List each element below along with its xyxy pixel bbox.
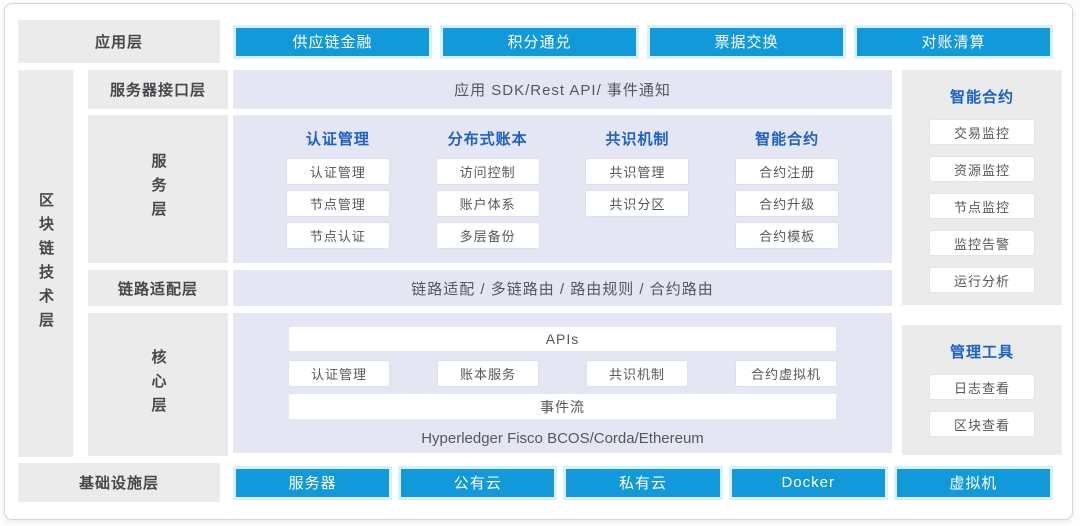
- service-column-ledger: 分布式账本 访问控制 账户体系 多层备份: [413, 128, 563, 263]
- auth-management-chip: 认证管理: [286, 159, 389, 184]
- docker-button[interactable]: Docker: [731, 468, 885, 497]
- bill-exchange-button[interactable]: 票据交换: [650, 27, 843, 56]
- contract-template-chip: 合约模板: [736, 223, 839, 248]
- access-control-chip: 访问控制: [436, 159, 539, 184]
- private-cloud-button[interactable]: 私有云: [566, 468, 720, 497]
- server-interface-layer-label: 服务器接口层: [88, 70, 228, 109]
- core-auth-management-chip: 认证管理: [289, 361, 389, 386]
- auth-column-header: 认证管理: [305, 131, 370, 148]
- service-column-auth: 认证管理 认证管理 节点管理 节点认证: [263, 128, 413, 263]
- contract-upgrade-chip: 合约升级: [736, 191, 839, 216]
- log-view-chip: 日志查看: [930, 375, 1034, 399]
- transaction-monitor-chip: 交易监控: [930, 120, 1034, 144]
- node-management-chip: 节点管理: [286, 191, 389, 216]
- consensus-column-header: 共识机制: [605, 131, 670, 148]
- vm-button[interactable]: 虚拟机: [896, 468, 1051, 497]
- contract-register-chip: 合约注册: [736, 159, 839, 184]
- contract-column-header: 智能合约: [755, 131, 820, 148]
- node-auth-chip: 节点认证: [286, 223, 389, 248]
- points-exchange-button[interactable]: 积分通兑: [443, 27, 636, 56]
- link-adapter-layer-label: 链路适配层: [88, 270, 228, 306]
- contract-vm-chip: 合约虚拟机: [736, 361, 836, 386]
- server-button[interactable]: 服务器: [236, 468, 390, 497]
- service-layer-box: 认证管理 认证管理 节点管理 节点认证 分布式账本 访问控制 账户体系 多层备份…: [233, 115, 892, 263]
- core-layer-label: 核心层: [88, 313, 228, 456]
- supply-chain-finance-button[interactable]: 供应链金融: [236, 27, 429, 56]
- public-cloud-button[interactable]: 公有云: [401, 468, 555, 497]
- sdk-api-bar: 应用 SDK/Rest API/ 事件通知: [233, 70, 892, 109]
- reconciliation-clearing-button[interactable]: 对账清算: [857, 27, 1050, 56]
- ledger-column-header: 分布式账本: [447, 131, 528, 148]
- node-monitor-chip: 节点监控: [930, 194, 1034, 218]
- account-system-chip: 账户体系: [436, 191, 539, 216]
- app-layer-label: 应用层: [18, 20, 220, 63]
- core-consensus-chip: 共识机制: [587, 361, 687, 386]
- consensus-management-chip: 共识管理: [586, 159, 689, 184]
- smart-contract-panel: 智能合约 交易监控 资源监控 节点监控 监控告警 运行分析: [902, 70, 1062, 305]
- apis-bar: APIs: [289, 327, 836, 351]
- core-layer-box: APIs 认证管理 账本服务 共识机制 合约虚拟机 事件流 Hyperledge…: [233, 313, 892, 453]
- resource-monitor-chip: 资源监控: [930, 157, 1034, 181]
- event-stream-bar: 事件流: [289, 394, 836, 419]
- infra-layer-buttons: 服务器 公有云 私有云 Docker 虚拟机: [236, 463, 1051, 502]
- block-view-chip: 区块查看: [930, 412, 1034, 436]
- run-analysis-chip: 运行分析: [930, 268, 1034, 292]
- core-layer-label-text: 核心层: [149, 348, 167, 421]
- service-layer-label-text: 服务层: [149, 153, 167, 225]
- blockchain-tech-layer-label: 区块链技术层: [18, 70, 73, 457]
- link-adapter-bar: 链路适配 / 多链路由 / 路由规则 / 合约路由: [233, 270, 892, 306]
- infra-layer-label: 基础设施层: [18, 463, 220, 502]
- management-tools-panel: 管理工具 日志查看 区块查看: [902, 325, 1062, 455]
- ledger-service-chip: 账本服务: [438, 361, 538, 386]
- blockchain-tech-layer-label-text: 区块链技术层: [37, 191, 54, 336]
- consensus-partition-chip: 共识分区: [586, 191, 689, 216]
- smart-contract-panel-header: 智能合约: [949, 89, 1014, 106]
- monitor-alert-chip: 监控告警: [930, 231, 1034, 255]
- app-layer-buttons: 供应链金融 积分通兑 票据交换 对账清算: [236, 20, 1050, 63]
- core-modules-row: 认证管理 账本服务 共识机制 合约虚拟机: [289, 361, 836, 386]
- service-column-consensus: 共识机制 共识管理 共识分区: [563, 128, 713, 263]
- service-layer-label: 服务层: [88, 115, 228, 263]
- multi-layer-backup-chip: 多层备份: [436, 223, 539, 248]
- blockchain-platforms-text: Hyperledger Fisco BCOS/Corda/Ethereum: [421, 430, 704, 447]
- management-tools-header: 管理工具: [949, 344, 1014, 361]
- service-column-contract: 智能合约 合约注册 合约升级 合约模板: [712, 128, 862, 263]
